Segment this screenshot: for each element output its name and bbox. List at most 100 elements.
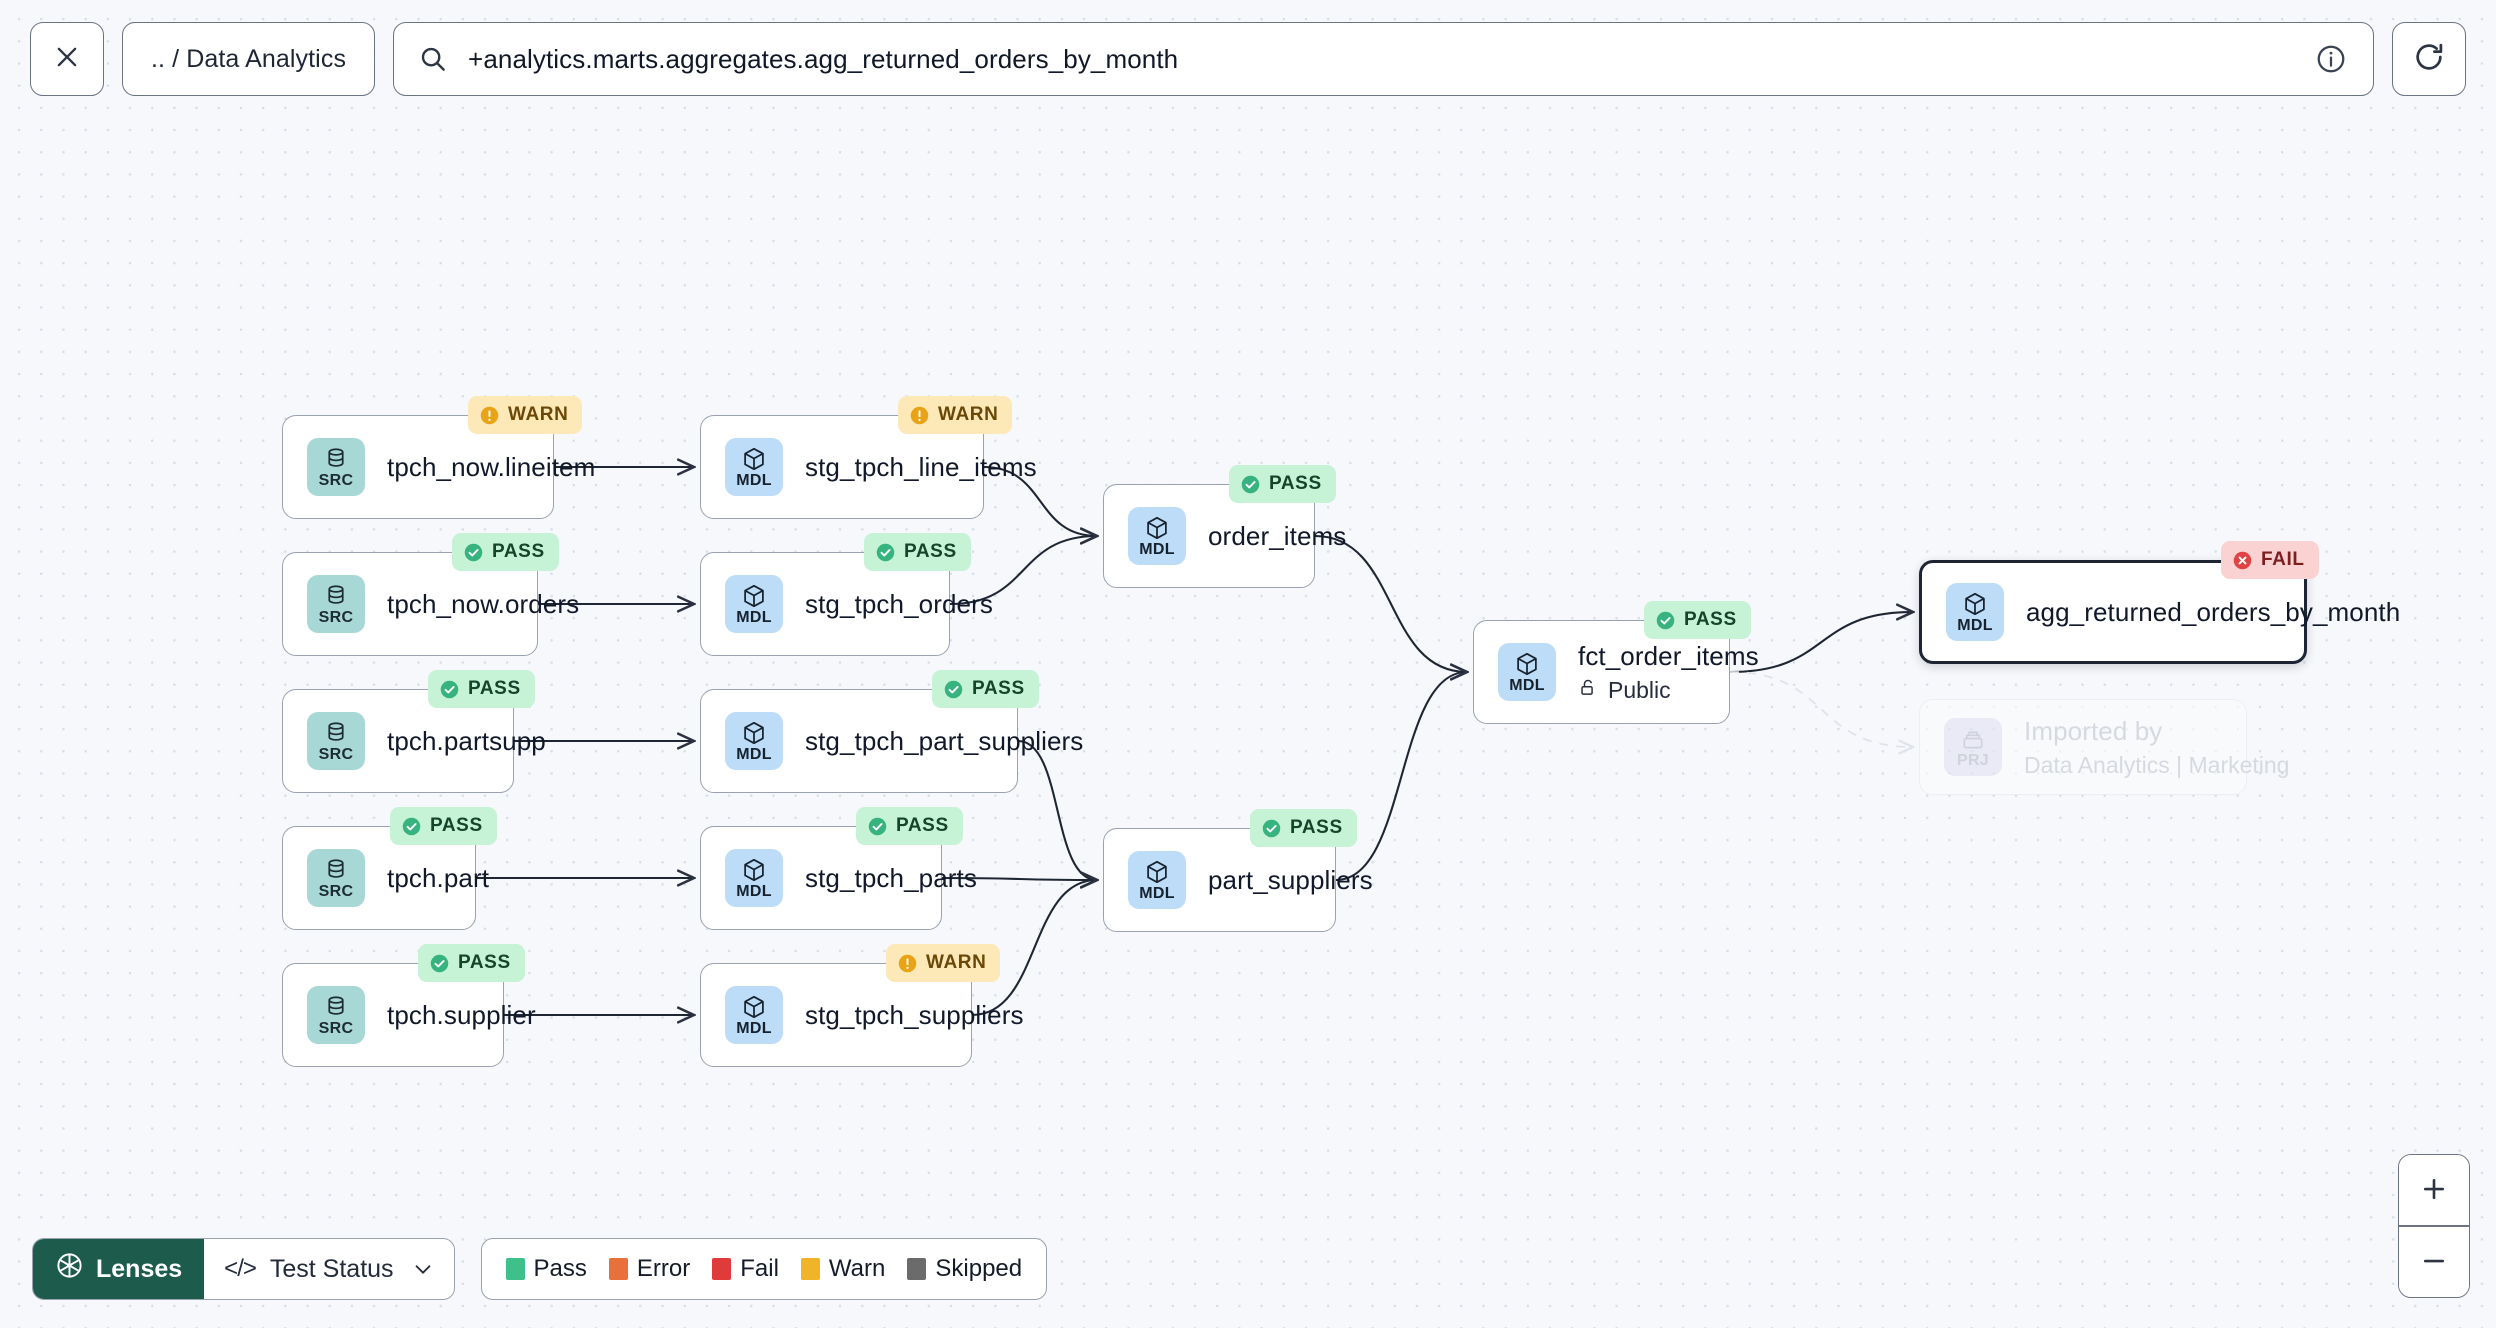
pass-status-icon [429,953,450,974]
status-badge-pass[interactable]: PASS [932,670,1039,708]
aperture-icon [55,1251,84,1287]
legend-swatch [907,1258,927,1280]
pass-status-icon [875,542,896,563]
pass-status-icon [867,816,888,837]
legend-item-skipped[interactable]: Skipped [907,1255,1022,1283]
status-badge-label: PASS [430,815,483,836]
status-badge-label: FAIL [2261,549,2305,570]
refresh-icon [2412,40,2446,79]
legend-swatch [505,1258,525,1280]
legend-item-error[interactable]: Error [608,1255,690,1283]
pass-status-icon [1240,474,1261,495]
node-title: stg_tpch_parts [805,862,977,893]
type-label: MDL [1509,676,1545,694]
breadcrumb[interactable]: .. / Data Analytics [122,22,376,96]
type-label: MDL [736,882,772,900]
edge-stg_tpch_part_suppliers-to-part_suppliers [1017,739,1097,880]
node-title: stg_tpch_part_suppliers [805,725,1084,756]
type-label: MDL [1139,884,1175,902]
legend-item-fail[interactable]: Fail [712,1255,779,1283]
status-badge-pass[interactable]: PASS [864,533,971,571]
search-input[interactable]: +analytics.marts.aggregates.agg_returned… [393,22,2374,96]
cube-icon [741,857,767,883]
legend-item-pass[interactable]: Pass [505,1255,587,1283]
src-type-badge: SRC [307,986,365,1044]
warn-status-icon [897,953,918,974]
type-label: PRJ [1956,751,1990,769]
legend-swatch [712,1258,732,1280]
plus-icon [2419,1174,2449,1207]
status-badge-pass[interactable]: PASS [390,807,497,845]
type-label: SRC [318,745,354,763]
pass-status-icon [943,679,964,700]
cube-icon [1144,515,1170,541]
type-label: SRC [318,1019,354,1037]
node-title: stg_tpch_suppliers [805,999,1024,1030]
src-type-badge: SRC [307,438,365,496]
node-title: agg_returned_orders_by_month [2026,596,2401,627]
type-label: SRC [318,882,354,900]
status-badge-warn[interactable]: WARN [898,396,1013,434]
node-subtitle-label: Data Analytics | Marketing [2024,751,2290,778]
warn-status-icon [479,405,500,426]
status-badge-label: WARN [926,952,987,973]
zoom-out-button[interactable] [2399,1227,2469,1297]
zoom-in-button[interactable] [2399,1155,2469,1226]
mdl-type-badge: MDL [725,712,783,770]
database-icon [323,583,349,609]
type-label: MDL [736,1019,772,1037]
status-badge-fail[interactable]: FAIL [2221,541,2319,579]
info-icon[interactable] [2315,43,2347,75]
status-badge-label: PASS [972,678,1025,699]
node-text: stg_tpch_parts [805,863,977,894]
status-badge-pass[interactable]: PASS [1229,465,1336,503]
database-icon [323,994,349,1020]
edge-order_items-to-fct_order_items [1314,534,1467,672]
lenses-button[interactable]: Lenses [33,1239,205,1299]
node-text: tpch_now.orders [387,589,579,620]
legend-label: Fail [740,1255,779,1282]
status-badge-pass[interactable]: PASS [452,533,559,571]
type-label: MDL [1957,616,1993,634]
node-text: part_suppliers [1208,865,1373,896]
refresh-button[interactable] [2392,22,2466,96]
type-label: MDL [736,608,772,626]
status-badge-pass[interactable]: PASS [856,807,963,845]
status-badge-label: PASS [896,815,949,836]
legend-item-warn[interactable]: Warn [800,1255,885,1283]
status-legend: Pass Error Fail Warn Skipped [480,1238,1048,1300]
node-title: tpch_now.lineitem [387,451,596,482]
lenses-group: Lenses </> Test Status [32,1238,455,1300]
cube-icon [741,583,767,609]
src-type-badge: SRC [307,849,365,907]
zoom-divider [2399,1225,2469,1227]
top-toolbar: .. / Data Analytics +analytics.marts.agg… [0,0,2496,118]
status-badge-label: PASS [904,541,957,562]
database-icon [323,720,349,746]
status-badge-pass[interactable]: PASS [428,670,535,708]
node-title: stg_tpch_line_items [805,451,1037,482]
fail-status-icon [2232,550,2253,571]
test-status-dropdown[interactable]: </> Test Status [204,1239,453,1299]
status-badge-warn[interactable]: WARN [468,396,583,434]
status-badge-pass[interactable]: PASS [418,944,525,982]
status-badge-pass[interactable]: PASS [1250,809,1357,847]
unlock-icon [1578,677,1599,704]
node-text: stg_tpch_part_suppliers [805,726,1083,757]
database-icon [323,857,349,883]
edge-part_suppliers-to-fct_order_items [1335,672,1467,882]
src-type-badge: SRC [307,712,365,770]
status-badge-warn[interactable]: WARN [886,944,1001,982]
cube-icon [1962,591,1988,617]
status-badge-pass[interactable]: PASS [1644,601,1751,639]
mdl-type-badge: MDL [1946,583,2004,641]
status-badge-label: PASS [458,952,511,973]
close-button[interactable] [30,22,104,96]
